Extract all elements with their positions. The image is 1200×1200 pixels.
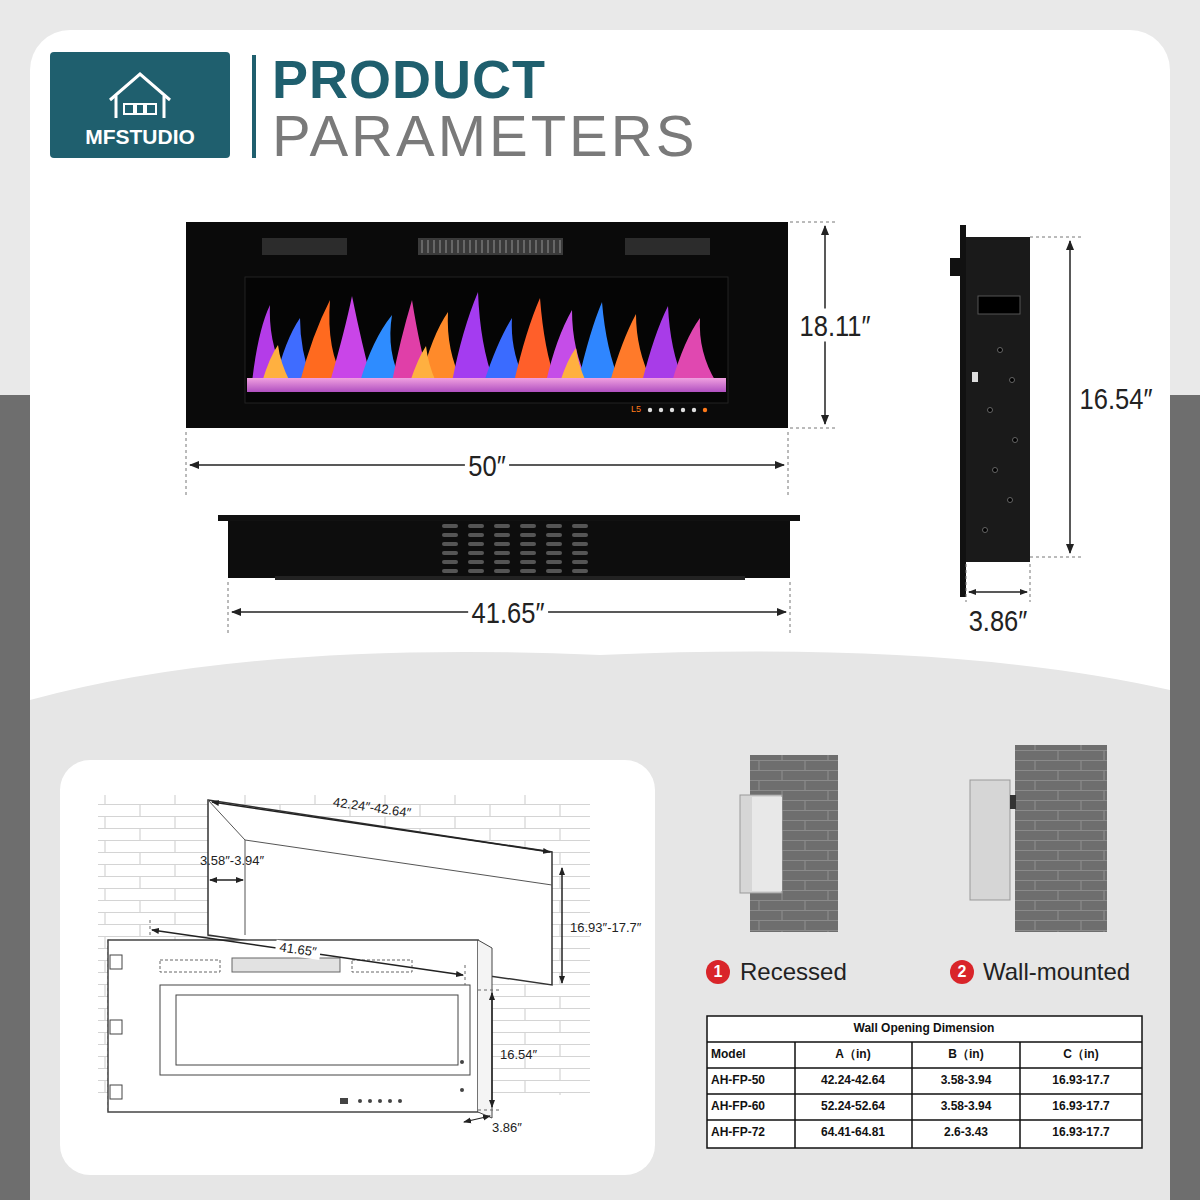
table-cell: 16.93-17.7	[1052, 1100, 1109, 1113]
mount-label: Wall-mounted	[983, 959, 1130, 985]
table-heading: Wall Opening Dimension	[854, 1022, 995, 1035]
panel-display: L5	[631, 405, 641, 415]
logo-box: MFSTUDIO	[50, 120, 230, 154]
subtitle: PARAMETERS	[272, 104, 697, 168]
dimension: 3.86″	[969, 604, 1028, 637]
table-cell: 16.93-17.7	[1052, 1126, 1109, 1139]
callout-number: 2	[950, 960, 974, 984]
dimension: 3.86″	[492, 1121, 522, 1135]
dimension: 41.65″	[468, 596, 548, 629]
dimension: 3.58″-3.94″	[200, 854, 264, 868]
table-cell: 3.58-3.94	[941, 1100, 992, 1113]
table-cell: A（in)	[835, 1048, 870, 1061]
callout-number: 1	[706, 960, 730, 984]
dimension: 42.24″-42.64″	[332, 795, 412, 820]
table-cell: Model	[711, 1048, 746, 1061]
table-cell: 52.24-52.64	[821, 1100, 885, 1113]
table-cell: AH-FP-50	[711, 1074, 765, 1087]
table-cell: 42.24-42.64	[821, 1074, 885, 1087]
table-cell: C（in)	[1063, 1048, 1098, 1061]
mount-label: Recessed	[740, 959, 847, 985]
dimension: 16.93″-17.7″	[570, 921, 641, 935]
dimension: 18.11″	[796, 309, 874, 342]
page-ground	[0, 30, 1200, 1200]
node-text: 1	[714, 963, 723, 981]
title: PRODUCT	[272, 50, 546, 109]
installation-drawing	[98, 795, 590, 1118]
fireplace-front	[186, 222, 788, 428]
dimension: 50″	[465, 449, 509, 482]
dimension: 16.54″	[500, 1048, 537, 1062]
node-text: MFSTUDIO	[85, 125, 195, 148]
dimension: 16.54″	[1080, 382, 1153, 415]
table-cell: 16.93-17.7	[1052, 1074, 1109, 1087]
table-cell: 64.41-64.81	[821, 1126, 885, 1139]
recessed-icon	[740, 755, 838, 932]
fireplace-top-view	[218, 515, 800, 580]
wall-mounted-icon	[970, 745, 1107, 932]
table-cell: AH-FP-60	[711, 1100, 765, 1113]
installation-dimension-lines	[150, 802, 562, 1122]
table-cell: B（in)	[948, 1048, 983, 1061]
table-cell: 2.6-3.43	[944, 1126, 988, 1139]
table-grid	[707, 1016, 1142, 1148]
logo	[50, 52, 256, 158]
dimension: 41.65″	[275, 940, 322, 960]
table-cell: 3.58-3.94	[941, 1074, 992, 1087]
node-text: 2	[958, 963, 967, 981]
table-cell: AH-FP-72	[711, 1126, 765, 1139]
dimension-lines	[186, 222, 836, 635]
fireplace-side-view	[950, 225, 1030, 597]
side-dimension-lines	[966, 237, 1082, 602]
